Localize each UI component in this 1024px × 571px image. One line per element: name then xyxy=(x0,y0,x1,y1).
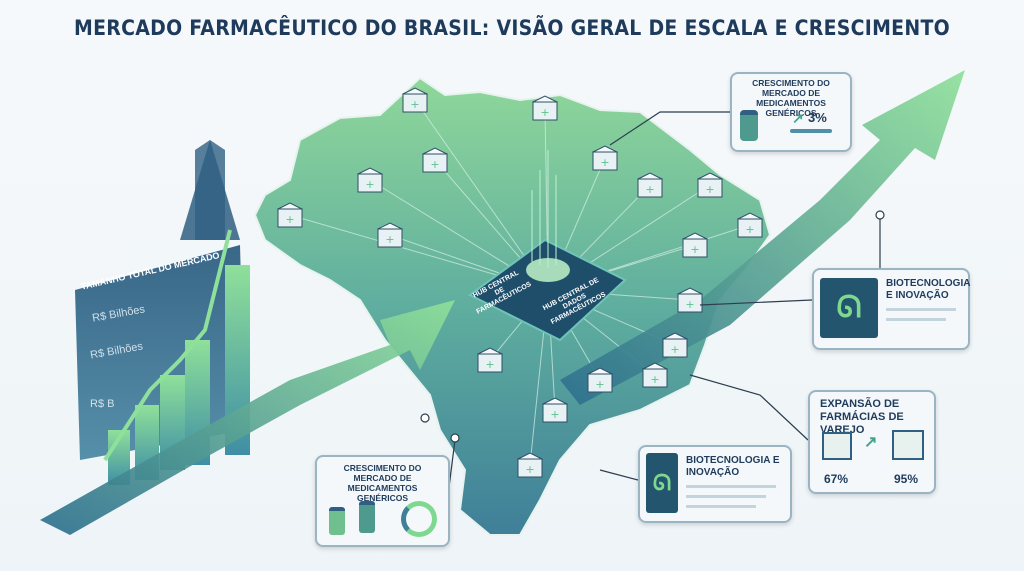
medicine-bottles-icon xyxy=(329,507,345,535)
svg-text:+: + xyxy=(685,298,694,311)
card-title: CRESCIMENTO DO MERCADO DE MEDICAMENTOS G… xyxy=(752,78,830,118)
pharmacy-store-icon: + xyxy=(636,172,664,198)
hub-chip xyxy=(468,150,627,342)
pharmacy-store-icon: + xyxy=(676,287,704,313)
card-generics-growth-bottom: CRESCIMENTO DO MERCADO DE MEDICAMENTOS G… xyxy=(315,455,450,547)
trend-up-icon: ↗ xyxy=(864,434,878,451)
medicine-bottles-icon xyxy=(359,501,375,533)
pharmacy-store-icon: + xyxy=(591,145,619,171)
card-generics-growth-top: CRESCIMENTO DO MERCADO DE MEDICAMENTOS G… xyxy=(730,72,852,152)
svg-text:+: + xyxy=(595,378,604,391)
pharmacy-store-icon: + xyxy=(736,212,764,238)
svg-text:+: + xyxy=(550,408,559,421)
pharmacy-store-icon: + xyxy=(421,147,449,173)
pharmacy-store-icon: + xyxy=(586,367,614,393)
svg-text:+: + xyxy=(670,343,679,356)
card-title: CRESCIMENTO DO MERCADO DE MEDICAMENTOS G… xyxy=(343,463,422,503)
pharmacy-store-icon xyxy=(822,432,852,460)
retail-after-value: 95% xyxy=(894,472,919,486)
pharmacy-store-icon: + xyxy=(681,232,709,258)
svg-text:+: + xyxy=(600,156,609,169)
card-title: EXPANSÃO DE FARMÁCIAS DE VAREJO xyxy=(820,398,904,436)
up-arrow-icon xyxy=(180,140,240,240)
medicine-bottles-icon xyxy=(740,110,758,141)
svg-text:+: + xyxy=(690,243,699,256)
pharmacy-store-icon: + xyxy=(276,202,304,228)
pharmacy-store-icon: + xyxy=(401,87,429,113)
page-title: MERCADO FARMACÊUTICO DO BRASIL: VISÃO GE… xyxy=(74,16,950,40)
svg-text:+: + xyxy=(525,463,534,476)
svg-text:+: + xyxy=(430,158,439,171)
pharmacy-store-icon: + xyxy=(531,95,559,121)
pharmacy-store-icon xyxy=(892,430,924,460)
pharmacy-store-icon: + xyxy=(641,362,669,388)
svg-text:+: + xyxy=(645,183,654,196)
axis-label: R$ B xyxy=(90,398,115,410)
svg-text:+: + xyxy=(485,358,494,371)
pharmacy-store-icon: + xyxy=(376,222,404,248)
growth-arrow-left xyxy=(40,300,455,535)
trend-line xyxy=(103,229,232,462)
dna-icon: ᘏ xyxy=(646,453,678,513)
svg-text:+: + xyxy=(365,178,374,191)
svg-text:+: + xyxy=(705,183,714,196)
svg-text:+: + xyxy=(540,106,549,119)
pharmacy-store-icon: + xyxy=(356,167,384,193)
svg-text:+: + xyxy=(385,233,394,246)
card-title: BIOTECNOLOGIA E INOVAÇÃO xyxy=(886,278,971,301)
svg-text:+: + xyxy=(650,373,659,386)
trend-up-icon: ↗ xyxy=(792,110,804,126)
pharmacy-store-icon: + xyxy=(541,397,569,423)
svg-text:+: + xyxy=(410,98,419,111)
pharmacy-store-icon: + xyxy=(661,332,689,358)
card-biotech-bottom: ᘏ BIOTECNOLOGIA E INOVAÇÃO xyxy=(638,445,792,523)
pharmacy-store-icon: + xyxy=(476,347,504,373)
generics-growth-value: 3% xyxy=(808,110,827,125)
retail-before-value: 67% xyxy=(824,472,849,486)
card-retail-expansion: EXPANSÃO DE FARMÁCIAS DE VAREJO ↗ 67% 95… xyxy=(808,390,936,494)
dna-icon: ᘏ xyxy=(820,278,878,338)
pharmacy-store-icon: + xyxy=(696,172,724,198)
card-title: BIOTECNOLOGIA E INOVAÇÃO xyxy=(686,455,780,478)
card-biotech-right: ᘏ BIOTECNOLOGIA E INOVAÇÃO xyxy=(812,268,970,350)
svg-text:+: + xyxy=(745,223,754,236)
svg-text:+: + xyxy=(285,213,294,226)
progress-bar xyxy=(790,129,832,133)
pill-donut-icon xyxy=(401,501,437,537)
pharmacy-store-icon: + xyxy=(516,452,544,478)
